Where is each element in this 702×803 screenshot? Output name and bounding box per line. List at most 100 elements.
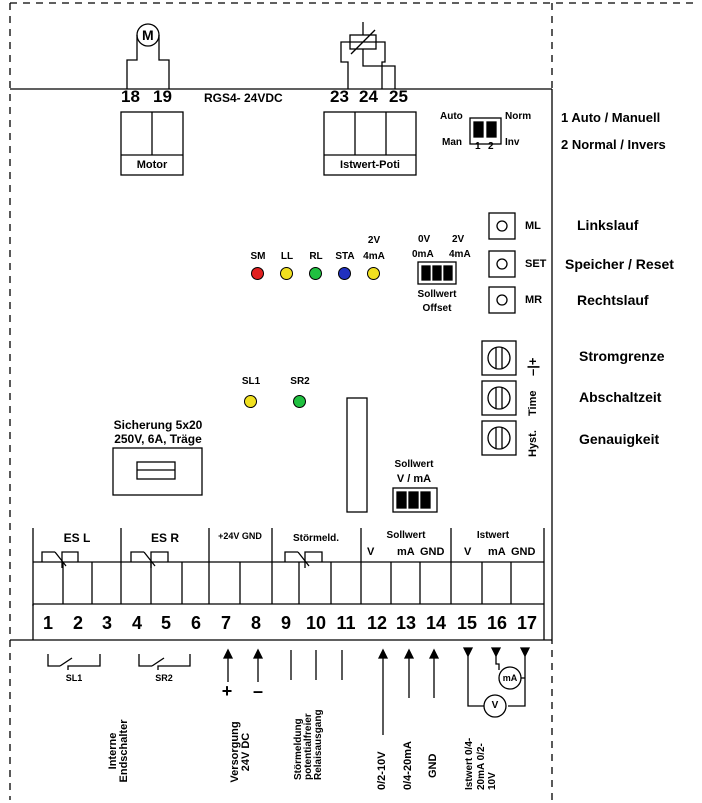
led-2v-4ma xyxy=(367,267,380,280)
trimmer-hysteresis[interactable] xyxy=(482,421,516,455)
button-code-mr: MR xyxy=(525,294,543,306)
pot-terminal-23: 23 xyxy=(330,87,349,106)
bottom-label-endschalter: Interne Endschalter xyxy=(107,719,130,783)
fuse-label-1: Sicherung 5x20 xyxy=(113,418,203,432)
led-sm xyxy=(251,267,264,280)
dip-number-1: 1 xyxy=(475,141,481,152)
button-function-speicher: Speicher / Reset xyxy=(565,256,674,272)
terminal-number-16: 16 xyxy=(486,613,508,633)
terminal-number-2: 2 xyxy=(72,613,84,633)
button-code-ml: ML xyxy=(525,220,541,232)
dip-number-2: 2 xyxy=(488,141,494,152)
dip-legend-1: 1 Auto / Manuell xyxy=(561,110,661,125)
terminal-number-4: 4 xyxy=(131,613,143,633)
terminal-number-12: 12 xyxy=(366,613,388,633)
led-label-ll: LL xyxy=(280,251,294,262)
led-label-2v: 2V xyxy=(367,235,381,246)
terminal-number-10: 10 xyxy=(305,613,327,633)
terminal-number-17: 17 xyxy=(516,613,538,633)
dip-auto-label: Auto xyxy=(440,111,463,122)
terminal-number-5: 5 xyxy=(160,613,172,633)
group-label-esr: ES R xyxy=(150,531,180,545)
button-code-set: SET xyxy=(525,258,547,270)
terminal-number-11: 11 xyxy=(336,613,356,633)
fuse-label-2: 250V, 6A, Träge xyxy=(114,432,202,446)
led-label-sr2: SR2 xyxy=(290,376,310,387)
motor-block-label: Motor xyxy=(136,159,168,171)
sollwert-sub-gnd: GND xyxy=(420,546,445,558)
dip-inv-label: Inv xyxy=(505,137,520,148)
terminal-number-13: 13 xyxy=(395,613,417,633)
bottom-label-4-20ma: 0/4-20mA xyxy=(402,741,414,790)
group-label-sollwert: Sollwert xyxy=(386,530,426,541)
led-rl xyxy=(309,267,322,280)
sollwert-sub-v: V xyxy=(367,546,375,558)
terminal-number-3: 3 xyxy=(101,613,113,633)
istwert-sub-gnd: GND xyxy=(511,546,536,558)
trimmer-side-hyst: Hyst. xyxy=(527,430,539,457)
led-ll xyxy=(280,267,293,280)
group-label-stoermeld: Störmeld. xyxy=(292,533,340,544)
bottom-label-istwert: Istwert 0/4-20mA 0/2-10V xyxy=(464,737,498,790)
terminal-number-14: 14 xyxy=(425,613,447,633)
motor-symbol-label: M xyxy=(142,27,154,43)
dip-man-label: Man xyxy=(442,137,462,148)
terminal-number-1: 1 xyxy=(42,613,54,633)
dip-legend-2: 2 Normal / Invers xyxy=(561,137,666,152)
mode-jumper-label-1: Sollwert xyxy=(394,459,434,470)
offset-caption-1: Sollwert xyxy=(417,289,457,300)
bottom-label-0-10v: 0/2-10V xyxy=(376,751,388,790)
offset-label-4ma: 4mA xyxy=(449,249,471,260)
bottom-label-versorgung: Versorgung 24V DC xyxy=(229,721,252,783)
group-label-supply: +24V GND xyxy=(218,531,262,541)
trimmer-current-limit[interactable] xyxy=(482,341,516,375)
button-function-linkslauf: Linkslauf xyxy=(577,217,639,233)
motor-terminal-19: 19 xyxy=(153,87,172,106)
bottom-label-gnd: GND xyxy=(427,753,439,778)
bottom-label-stoermeldung: Störmeldung potentialfreier Relaisausgan… xyxy=(293,709,324,780)
wiring-label-sl1: SL1 xyxy=(65,673,83,683)
pot-terminal-25: 25 xyxy=(389,87,408,106)
model-label: RGS4- 24VDC xyxy=(204,91,283,105)
led-label-rl: RL xyxy=(309,251,323,262)
trimmer-function-abschaltzeit: Abschaltzeit xyxy=(579,389,662,405)
led-sr2 xyxy=(293,395,306,408)
meter-v-label: V xyxy=(491,700,499,711)
mode-jumper-label-2: V / mA xyxy=(396,473,432,485)
offset-label-0ma: 0mA xyxy=(412,249,434,260)
led-sl1 xyxy=(244,395,257,408)
offset-label-0v: 0V xyxy=(418,234,431,245)
button-set[interactable] xyxy=(489,251,515,277)
pot-terminal-24: 24 xyxy=(359,87,378,106)
button-function-rechtslauf: Rechtslauf xyxy=(577,292,649,308)
supply-minus-label: – xyxy=(252,681,264,701)
offset-caption-2: Offset xyxy=(422,303,452,314)
terminal-number-15: 15 xyxy=(456,613,478,633)
led-label-sta: STA xyxy=(335,251,355,262)
meter-ma-label: mA xyxy=(502,673,518,683)
led-label-sm: SM xyxy=(250,251,266,262)
terminal-number-8: 8 xyxy=(250,613,262,633)
sollwert-sub-ma: mA xyxy=(397,546,415,558)
led-label-4ma: 4mA xyxy=(363,251,385,262)
group-label-istwert: Istwert xyxy=(476,530,510,541)
pot-block-label: Istwert-Poti xyxy=(340,159,400,171)
terminal-number-7: 7 xyxy=(220,613,232,633)
group-label-esl: ES L xyxy=(63,531,91,545)
button-mr[interactable] xyxy=(489,287,515,313)
trimmer-function-genauigkeit: Genauigkeit xyxy=(579,431,660,447)
trimmer-side-time: Time xyxy=(527,390,539,416)
istwert-sub-ma: mA xyxy=(488,546,506,558)
supply-plus-label: + xyxy=(221,681,233,701)
dip-norm-label: Norm xyxy=(505,111,532,122)
button-ml[interactable] xyxy=(489,213,515,239)
wiring-label-sr2: SR2 xyxy=(155,673,173,683)
trimmer-time[interactable] xyxy=(482,381,516,415)
terminal-number-6: 6 xyxy=(190,613,202,633)
trimmer-function-stromgrenze: Stromgrenze xyxy=(579,348,665,364)
led-label-sl1: SL1 xyxy=(241,376,261,387)
trimmer-side-current: –|+ xyxy=(525,357,540,376)
terminal-number-9: 9 xyxy=(280,613,292,633)
